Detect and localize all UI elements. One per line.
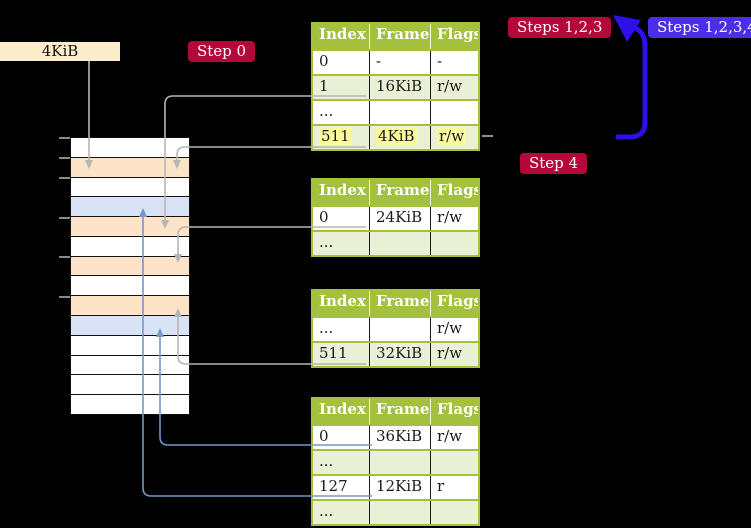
highlighted-value: 511 [319,127,352,145]
header-cell-frame: Frame [369,180,430,205]
arrowhead-upleft-icon [613,15,641,42]
memory-frame-free [71,275,189,296]
header-cell-index: Index [319,25,366,43]
cell-flags: r/w [430,126,478,149]
header-cell-frame: Frame [369,399,430,424]
cell-index: 1 [319,77,329,95]
header-cell-index: Index [319,292,366,310]
cell-flags: r/w [430,76,478,99]
steps-1234-badge: Steps 1,2,3,4 [648,17,751,38]
recursion-loop-arrow [613,15,648,140]
memory-frame-free [71,374,189,395]
cell-frame: 12KiB [369,476,430,499]
highlighted-value: r/w [437,127,467,145]
cell-index: 511 [319,344,348,362]
memory-frame-page-table [71,156,189,177]
cell-frame [369,232,430,255]
memory-frame-free [71,235,189,256]
cell-frame [369,501,430,524]
cell-index: ... [319,319,334,337]
memory-boundary-tick [59,157,70,159]
table-row: ... [313,99,478,124]
header-cell-flags: Flags [430,180,478,205]
header-cell-flags: Flags [430,291,478,316]
header-cell-flags: Flags [430,399,478,424]
table-row: ... [313,499,478,524]
cell-frame: 36KiB [369,426,430,449]
cell-frame: 4KiB [369,126,430,149]
cell-flags: r/w [430,343,478,366]
memory-boundary-tick [59,296,70,298]
cell-index: ... [319,102,334,120]
highlighted-value: 4KiB [376,127,417,145]
cell-frame [369,318,430,341]
memory-frame-free [71,394,189,414]
cell-frame [369,101,430,124]
memory-frame-page-table [71,295,189,316]
step-0-badge: Step 0 [188,41,256,62]
cell-frame [369,451,430,474]
cell-flags [430,451,478,474]
header-cell-index: Index [319,400,366,418]
cell-frame: 32KiB [369,343,430,366]
table-row: ... [313,449,478,474]
cell-flags: r [430,476,478,499]
memory-frame-label: 4KiB [0,42,120,61]
cell-index: 0 [319,208,329,226]
cell-index: 127 [319,477,348,495]
cell-index: ... [319,233,334,251]
cell-flags: - [430,51,478,74]
cell-flags [430,101,478,124]
cell-flags: r/w [430,207,478,230]
memory-frame-free [71,334,189,355]
physical-memory-column [70,137,190,415]
cell-index: 0 [319,427,329,445]
cell-flags [430,232,478,255]
memory-boundary-tick [59,256,70,258]
memory-frame-page-table [71,255,189,276]
cell-index: ... [319,452,334,470]
memory-frame-free [71,176,189,197]
table-row: 511 4KiB r/w [313,124,478,149]
memory-boundary-tick [59,137,70,139]
cell-index: ... [319,502,334,520]
table-row: ... r/w [313,316,478,341]
header-cell-flags: Flags [430,24,478,49]
header-cell-index: Index [319,181,366,199]
memory-boundary-tick [59,217,70,219]
step-4-badge: Step 4 [520,153,588,174]
table-row: 0 -- [313,49,478,74]
cell-frame: - [369,51,430,74]
cell-frame: 24KiB [369,207,430,230]
cell-frame: 16KiB [369,76,430,99]
cell-flags: r/w [430,318,478,341]
memory-frame-mapped-page [71,196,189,217]
header-cell-frame: Frame [369,291,430,316]
steps-123-badge: Steps 1,2,3 [508,17,612,38]
memory-frame-mapped-page [71,315,189,335]
table-row: ... [313,230,478,255]
cell-flags: r/w [430,426,478,449]
cell-index: 511 [313,126,369,149]
memory-boundary-tick [59,177,70,179]
memory-frame-page-table [71,216,189,236]
header-cell-frame: Frame [369,24,430,49]
memory-frame-free [71,354,189,375]
memory-frame-free [71,138,189,157]
cell-index: 0 [319,52,329,70]
cell-flags [430,501,478,524]
